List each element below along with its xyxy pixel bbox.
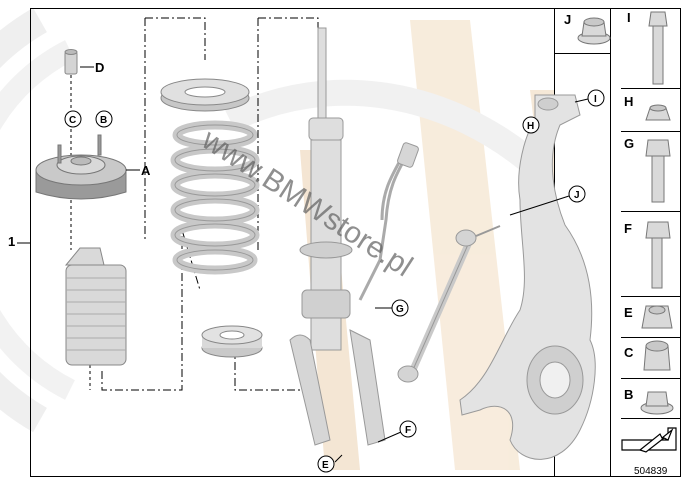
svg-text:B: B — [100, 115, 107, 126]
callout-g-circle: G — [375, 299, 409, 317]
svg-text:J: J — [574, 190, 580, 201]
legend-label-b: B — [624, 387, 633, 402]
legend-label-g: G — [624, 136, 634, 151]
svg-text:G: G — [396, 304, 404, 315]
svg-text:C: C — [69, 115, 76, 126]
callout-e-circle: E — [317, 454, 343, 473]
lower-spring-pad — [201, 325, 263, 358]
stabilizer-link — [397, 225, 501, 383]
callout-j-circle: J — [509, 185, 586, 216]
part-d-sleeve — [64, 49, 78, 75]
svg-text:I: I — [594, 94, 597, 105]
diagram-number: 504839 — [634, 466, 668, 477]
legend-label-f: F — [624, 221, 632, 236]
callout-f-circle: F — [377, 420, 417, 443]
legend-label-c: C — [624, 345, 634, 360]
arrow-icon — [621, 427, 677, 453]
nut-icon — [577, 11, 674, 415]
callout-c-circle: C — [64, 110, 82, 128]
svg-text:F: F — [405, 425, 411, 436]
upper-spring-pad — [160, 78, 250, 112]
shock-absorber — [289, 27, 386, 446]
callout-a: A — [141, 163, 151, 178]
callout-h-circle: H — [522, 116, 540, 134]
callout-i-circle: I — [574, 89, 605, 107]
svg-text:H: H — [527, 121, 534, 132]
legend-label-h: H — [624, 94, 633, 109]
steering-knuckle — [459, 94, 596, 460]
legend-label-j: J — [564, 12, 571, 27]
legend-separators — [621, 88, 680, 419]
callout-d: D — [95, 60, 104, 75]
dust-boot — [64, 247, 127, 366]
svg-text:E: E — [322, 460, 329, 471]
legend-label-i: I — [627, 10, 631, 25]
assembly-label: 1 — [8, 234, 15, 249]
part-a-top-mount — [35, 134, 127, 200]
legend-label-e: E — [624, 305, 633, 320]
callout-b-circle: B — [95, 110, 113, 128]
